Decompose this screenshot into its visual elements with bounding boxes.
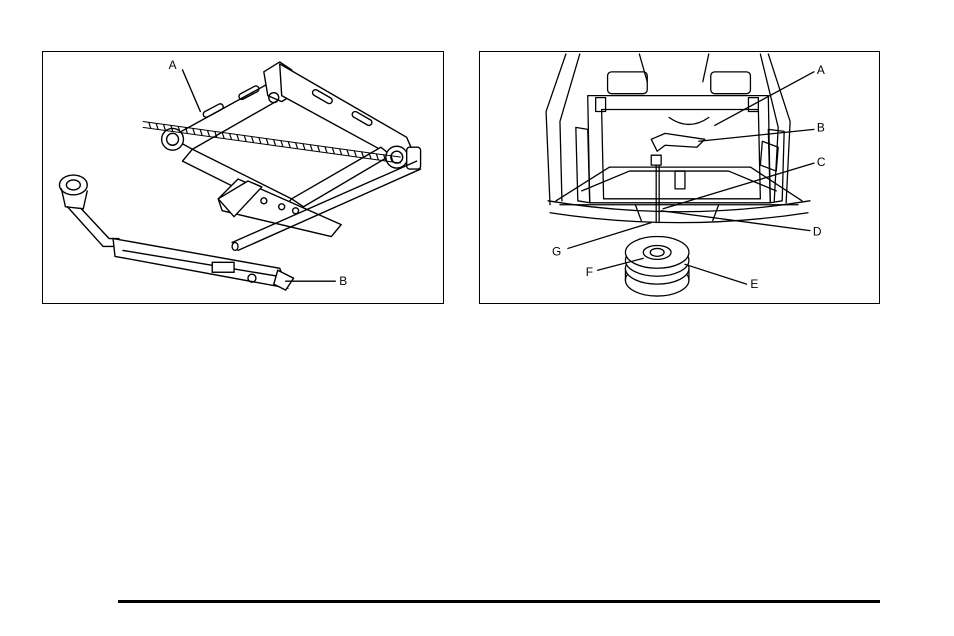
cargo-area-drawing: A B C D E F G <box>480 52 879 303</box>
jack-illustration-panel: A B <box>42 51 444 304</box>
callout-e: E <box>750 277 758 291</box>
callout-c: C <box>817 155 826 169</box>
page-footer-rule <box>118 600 880 603</box>
cargo-area-illustration-panel: A B C D E F G <box>479 51 880 304</box>
callout-f: F <box>586 265 593 279</box>
callout-a: A <box>169 58 177 72</box>
callout-g: G <box>552 244 561 258</box>
callout-b: B <box>339 274 347 288</box>
jack-and-wrench-drawing: A B <box>43 52 443 303</box>
callout-d: D <box>813 225 822 239</box>
callout-b: B <box>817 120 825 134</box>
callout-a: A <box>817 63 825 77</box>
